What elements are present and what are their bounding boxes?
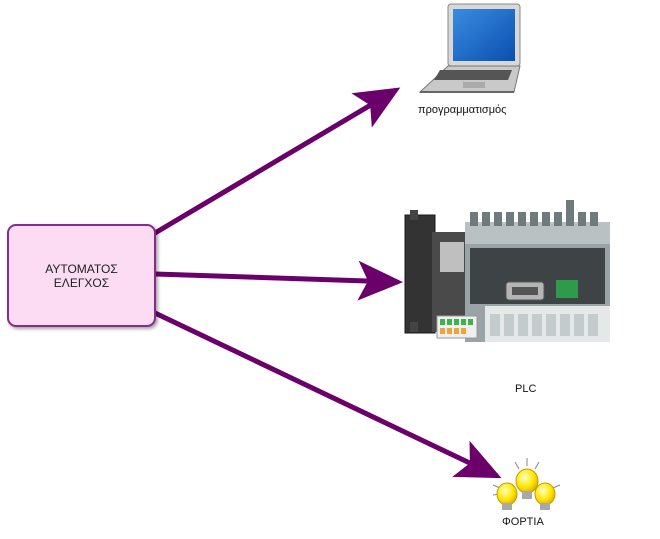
arrows [153,87,502,479]
plc-device-icon [404,200,610,342]
control-box-line2: ΕΛΕΓΧΟΣ [53,275,110,290]
laptop-icon [418,3,521,93]
light-bulbs-icon [492,458,561,510]
plc-label: PLC [515,383,537,395]
arrow-to-loads [153,310,502,479]
arrow-to-plc [154,260,403,301]
laptop-label: προγραμματισμός [418,104,507,116]
control-box-line1: ΑΥΤΟΜΑΤΟΣ [45,261,118,276]
automatic-control-box: ΑΥΤΟΜΑΤΟΣ ΕΛΕΓΧΟΣ [7,224,156,327]
loads-label: ΦΟΡΤΙΑ [502,516,544,528]
arrow-to-laptop [153,87,401,236]
